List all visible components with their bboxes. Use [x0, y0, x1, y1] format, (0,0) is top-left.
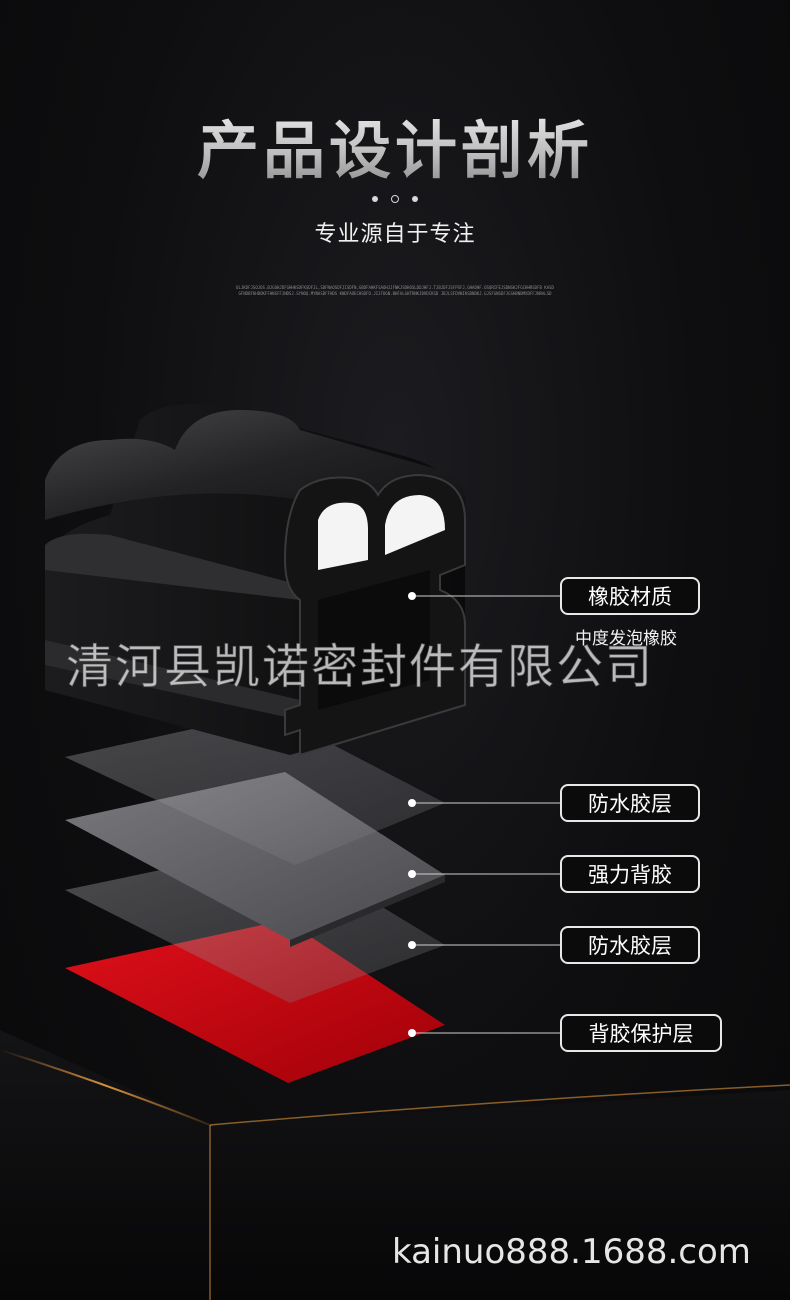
fineprint-text: OLJKDFJSOJOS.BJGOHJDFGHHKSDFKSDFJL,SDFNA…: [236, 285, 554, 296]
callout-strong-adhesive: 强力背胶: [560, 855, 700, 893]
waterproof-film-upper: [65, 712, 445, 865]
callout-waterproof-layer-1: 防水胶层: [560, 784, 700, 822]
rubber-seal-profile: [45, 404, 466, 757]
red-protective-layer: [65, 920, 445, 1083]
pedestal-edge-right: [209, 1084, 790, 1126]
dot-icon: [372, 196, 378, 202]
title-dots: [372, 194, 418, 204]
ring-dot-icon: [391, 195, 399, 203]
callout-rubber-note: 中度发泡橡胶: [575, 629, 677, 649]
leader-lines: [408, 592, 562, 1037]
callout-waterproof-layer-2: 防水胶层: [560, 926, 700, 964]
pedestal-surface: [0, 1030, 790, 1300]
page-title: 产品设计剖析: [0, 100, 790, 190]
waterproof-film-lower: [65, 845, 445, 1003]
callout-rubber-material: 橡胶材质: [560, 577, 700, 615]
company-watermark: 清河县凯诺密封件有限公司: [66, 640, 654, 696]
dot-icon: [412, 196, 418, 202]
callout-protective-layer: 背胶保护层: [560, 1014, 722, 1052]
page-subtitle: 专业源自于专注: [314, 222, 476, 247]
pedestal-edge-left: [0, 1049, 211, 1126]
site-url: kainuo888.1688.com: [392, 1232, 751, 1272]
